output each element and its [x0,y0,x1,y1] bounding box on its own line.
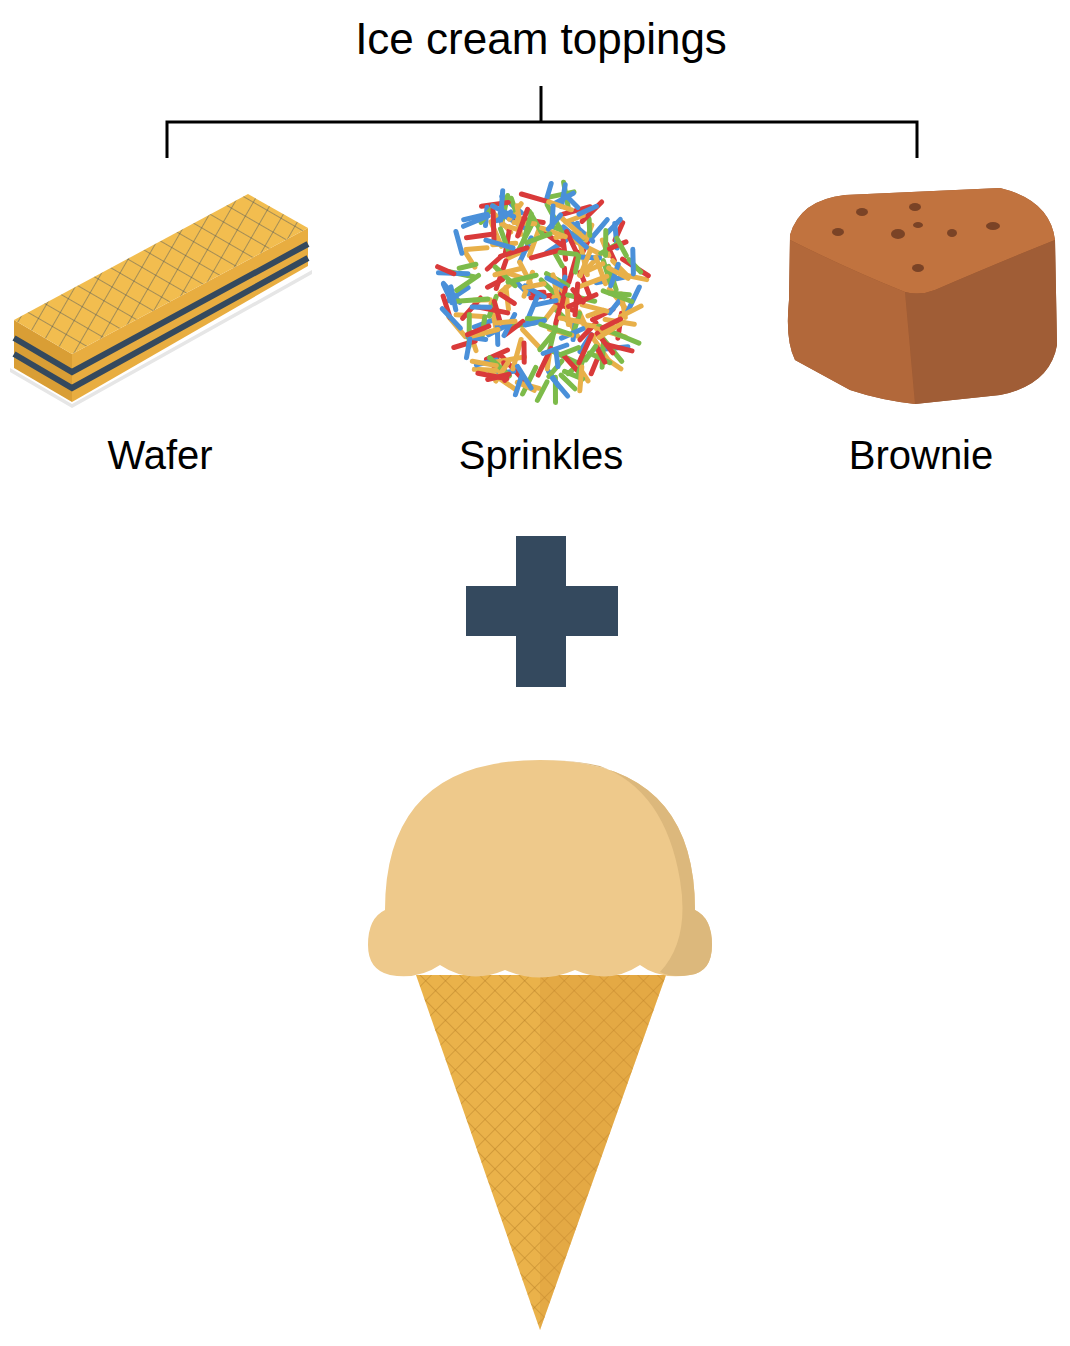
wafer-icon [10,194,312,408]
plus-sign [466,536,618,687]
ice-cream-cone [368,760,712,1330]
item-label: Wafer [107,432,212,478]
diagram-title: Ice cream toppings [355,14,727,65]
bracket [167,86,917,158]
sprinkles-icon [438,182,649,402]
brownie-icon [788,188,1057,404]
item-label: Brownie [849,432,994,478]
item-label: Sprinkles [459,432,624,478]
